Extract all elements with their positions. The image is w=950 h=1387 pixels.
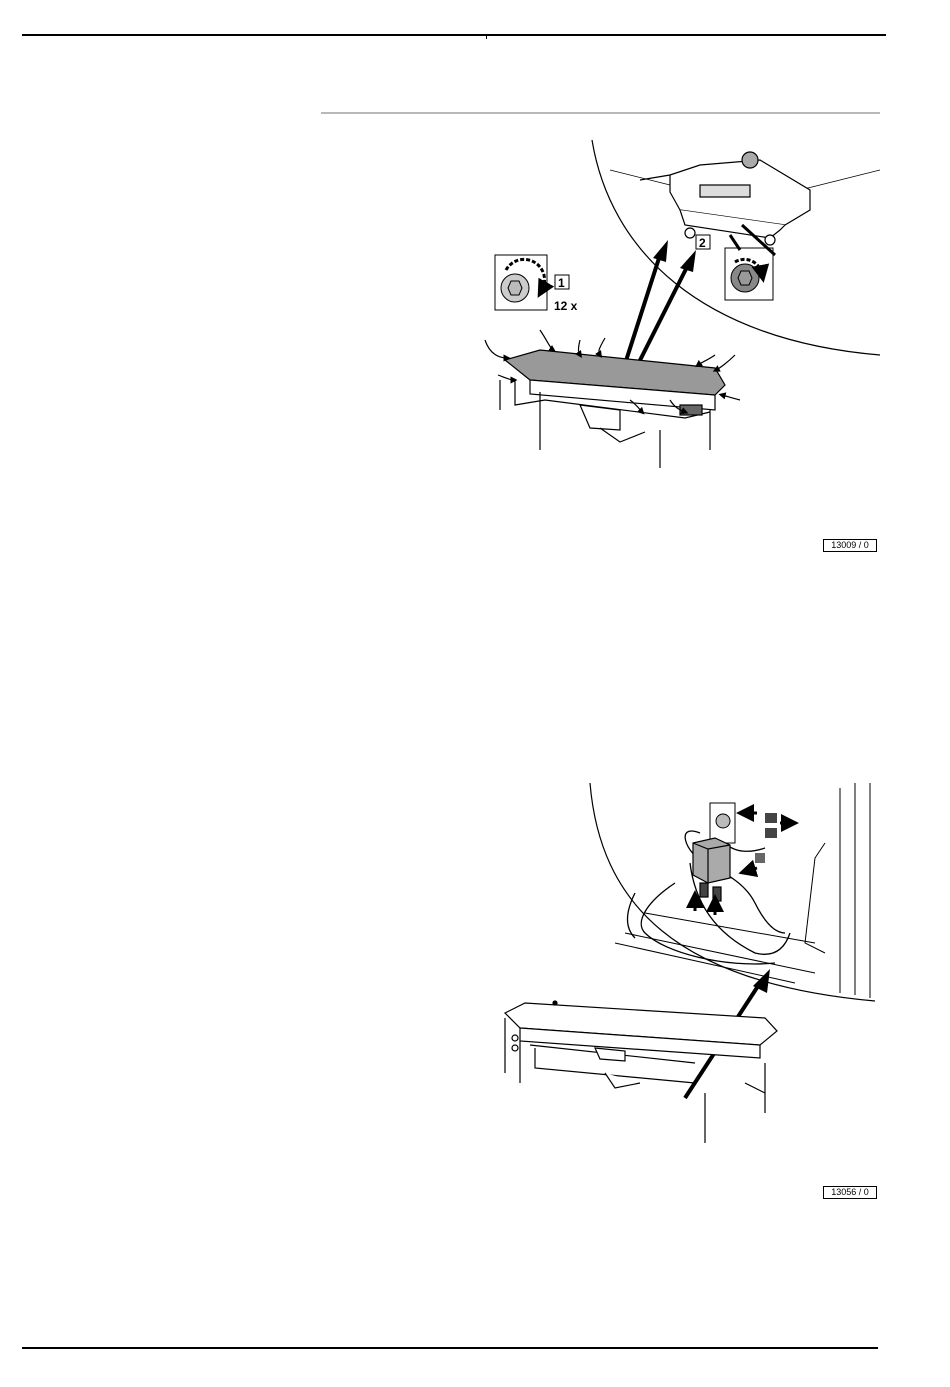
- figure-connector-disconnect: [495, 783, 875, 1153]
- vehicle-structure: [615, 783, 870, 998]
- step-number-1: 1: [558, 276, 565, 290]
- section-rule: [321, 112, 880, 114]
- step-number-2: 2: [699, 236, 706, 250]
- bolt-loosen-icon: [495, 255, 547, 310]
- mounting-bracket: [640, 152, 810, 245]
- step-quantity: 12 x: [554, 299, 578, 313]
- bench-seat: [500, 350, 725, 468]
- footer-rule: [22, 1347, 878, 1349]
- connector-block: [693, 838, 730, 901]
- figure-bench-removal: 2 1 12 x: [470, 130, 880, 480]
- bench-seat: [505, 1001, 777, 1143]
- figure-connector-disconnect-drawing: [495, 783, 875, 1153]
- header-rule-tick: [486, 34, 487, 39]
- figure-id-13009: 13009 / 0: [823, 539, 877, 552]
- header-rule: [22, 34, 886, 36]
- figure-id-13056: 13056 / 0: [823, 1186, 877, 1199]
- figure-bench-removal-drawing: 2 1 12 x: [470, 130, 880, 480]
- bolt-loosen-icon: [725, 248, 773, 300]
